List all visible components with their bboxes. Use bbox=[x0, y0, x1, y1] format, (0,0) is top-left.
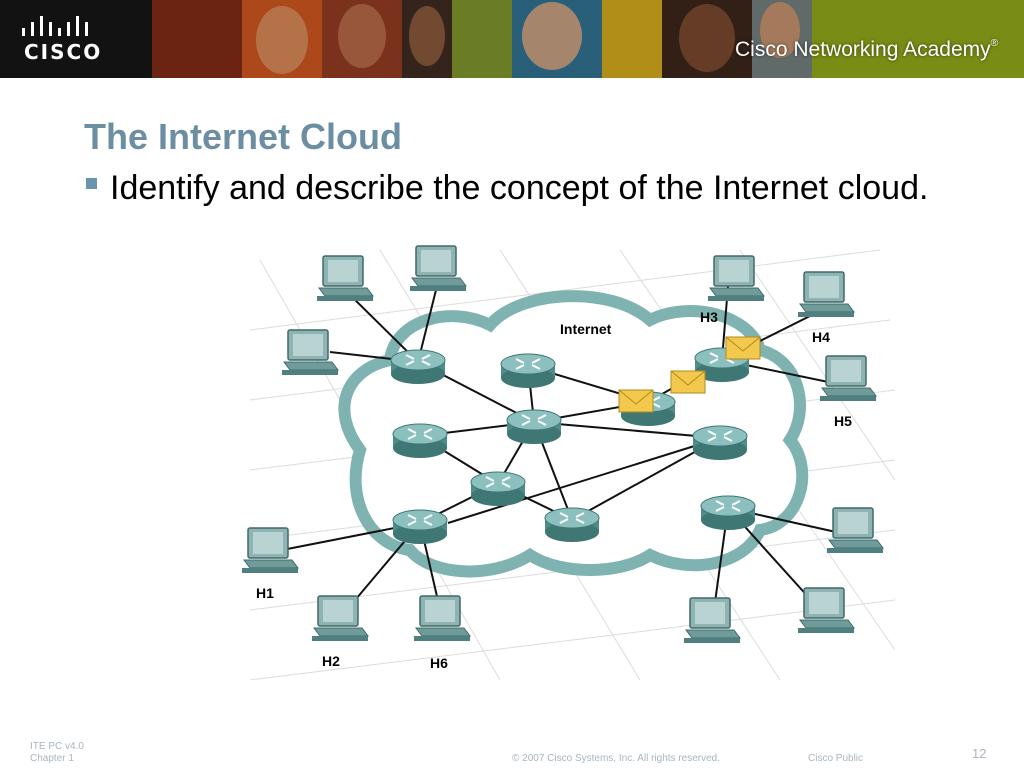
slide-title: The Internet Cloud bbox=[84, 116, 402, 157]
internet-cloud-diagram: Internet bbox=[241, 245, 896, 680]
host-label-h2: H2 bbox=[322, 653, 340, 669]
footer-classification: Cisco Public bbox=[808, 753, 864, 764]
cisco-logo: CISCO bbox=[0, 0, 152, 78]
host-label-h6: H6 bbox=[430, 655, 448, 671]
footer-chapter: Chapter 1 bbox=[30, 753, 74, 764]
page-number: 12 bbox=[972, 746, 987, 761]
square-bullet-icon bbox=[86, 178, 97, 189]
header-banner: CISCO Cisco Networking Academy® bbox=[0, 0, 1024, 78]
cloud-label: Internet bbox=[560, 321, 612, 337]
footer-course: ITE PC v4.0 bbox=[30, 741, 84, 752]
networking-academy-title: Cisco Networking Academy® bbox=[735, 38, 998, 62]
networking-academy-label: Cisco Networking Academy bbox=[735, 38, 991, 61]
host-label-h1: H1 bbox=[256, 585, 274, 601]
host-label-h5: H5 bbox=[834, 413, 852, 429]
registered-mark: ® bbox=[990, 38, 998, 49]
bullet-text: Identify and describe the concept of the… bbox=[110, 169, 929, 207]
cisco-logo-text: CISCO bbox=[24, 40, 103, 64]
host-label-h4: H4 bbox=[812, 329, 830, 345]
footer-course-info: ITE PC v4.0 Chapter 1 bbox=[30, 741, 84, 765]
footer-copyright: © 2007 Cisco Systems, Inc. All rights re… bbox=[512, 753, 721, 764]
host-label-h3: H3 bbox=[700, 309, 718, 325]
cisco-bridge-icon bbox=[22, 16, 88, 36]
banner-photo-strip bbox=[152, 0, 1024, 78]
